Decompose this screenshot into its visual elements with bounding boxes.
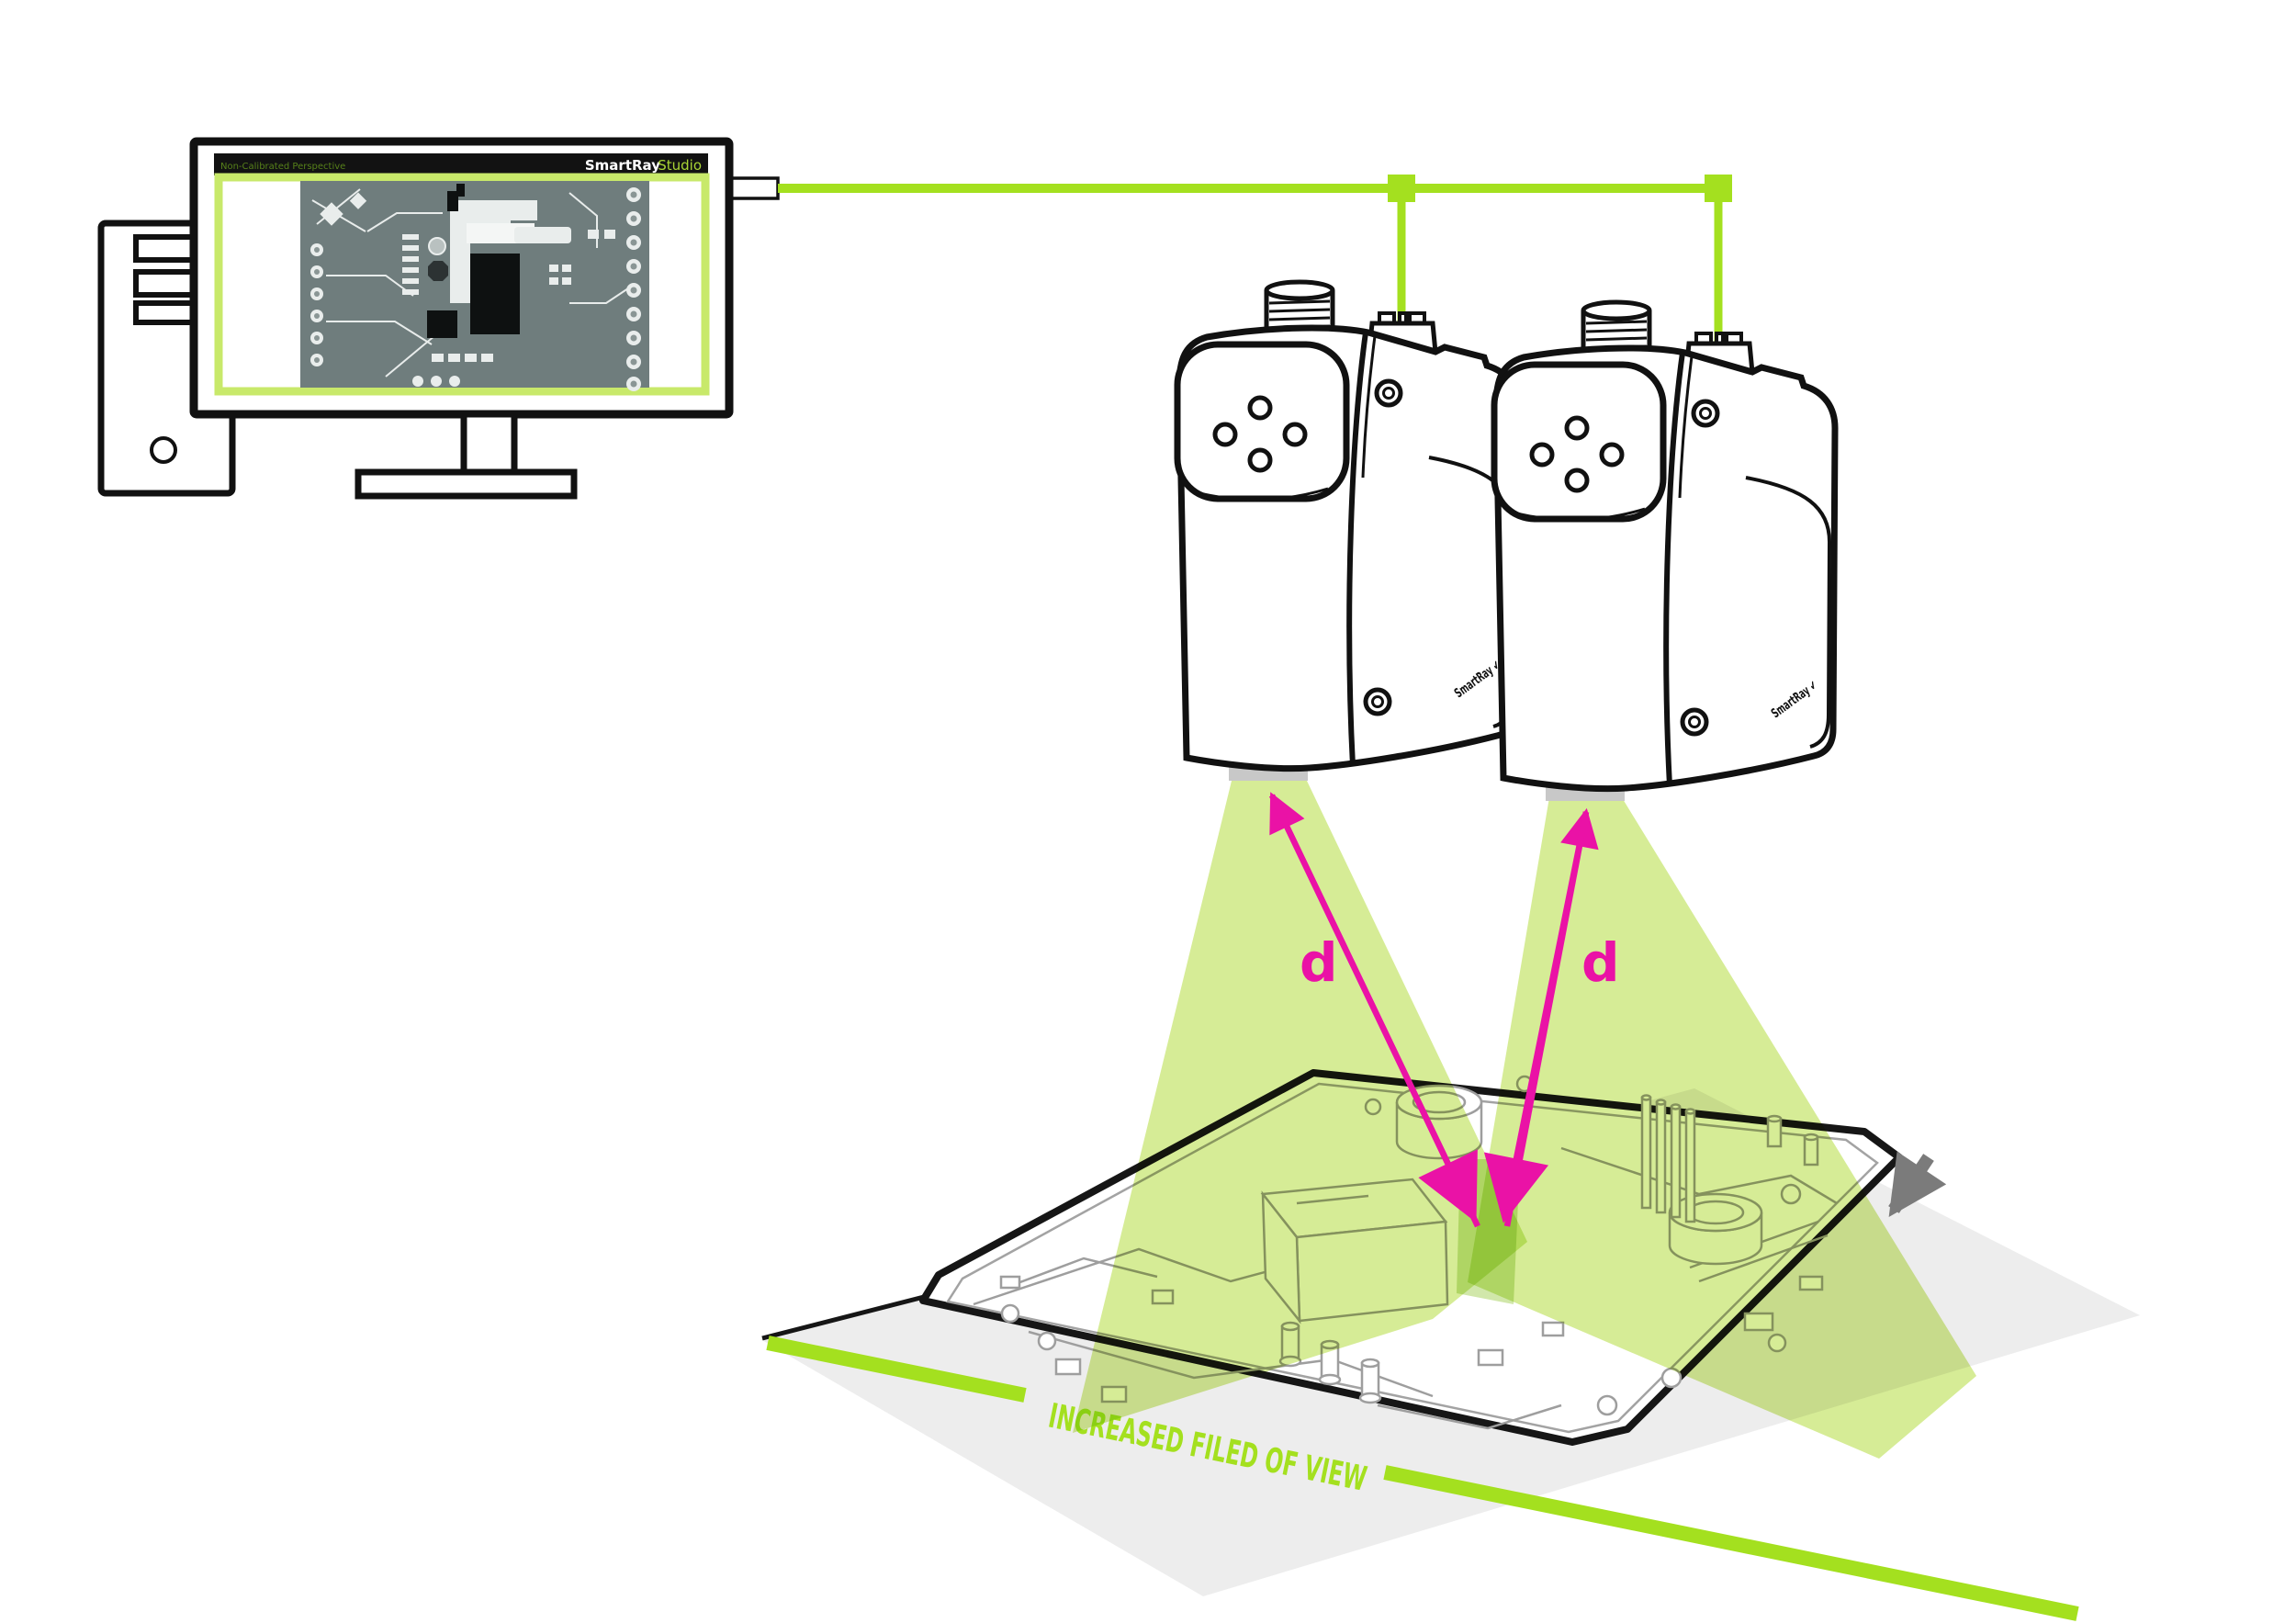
distance-arrows: d d (1269, 792, 1620, 1228)
sensor-front-panel (1174, 341, 1350, 502)
monitor-stand-neck (460, 411, 518, 476)
monitor-stand-base (355, 468, 578, 500)
screenshot-octagon-chip (428, 261, 448, 281)
sensor-face-divider2 (1361, 335, 1377, 479)
screenshot-pads (310, 187, 641, 391)
distance-label-right: d (1581, 931, 1620, 994)
pcb-inner-outline (945, 1082, 1879, 1434)
sensor-right (1494, 302, 1835, 801)
power-button-icon (150, 436, 177, 464)
distance-arrow-left-down (1269, 794, 1478, 1223)
screenshot-coil (428, 237, 446, 255)
sensor-face-divider (1346, 332, 1368, 767)
motion-direction-arrow-icon (1888, 1151, 1947, 1218)
monitor: Non-Calibrated Perspective SmartRay Stud… (189, 137, 734, 500)
sensor-screws (1363, 378, 1403, 716)
laser-cone-right (1468, 797, 1976, 1459)
distance-arrow-right-down (1483, 811, 1590, 1223)
screenshot-smd (320, 192, 615, 362)
screenshot-bracket (450, 200, 571, 303)
distance-label-left: d (1300, 931, 1338, 994)
window-label: Non-Calibrated Perspective (220, 162, 345, 172)
sensor-panel-arc (1195, 487, 1329, 502)
cable-junction-left (1388, 175, 1415, 202)
brand-suffix: Studio (658, 157, 702, 174)
sensor-left: SmartRay ✔ (1174, 279, 1522, 781)
sensor-optics-holes (1212, 395, 1308, 473)
pcb-screenshot (300, 181, 649, 391)
cables (726, 175, 1732, 342)
app-titlebar (214, 153, 708, 175)
fov-line-right (1383, 1465, 2079, 1621)
cable-junction-right (1705, 175, 1732, 202)
monitor-cable-connector (726, 176, 780, 200)
laser-cone-left (1073, 777, 1527, 1433)
screenshot-chips (427, 184, 520, 338)
fov-line-left (766, 1336, 1027, 1403)
brand-title: SmartRay (585, 157, 660, 174)
